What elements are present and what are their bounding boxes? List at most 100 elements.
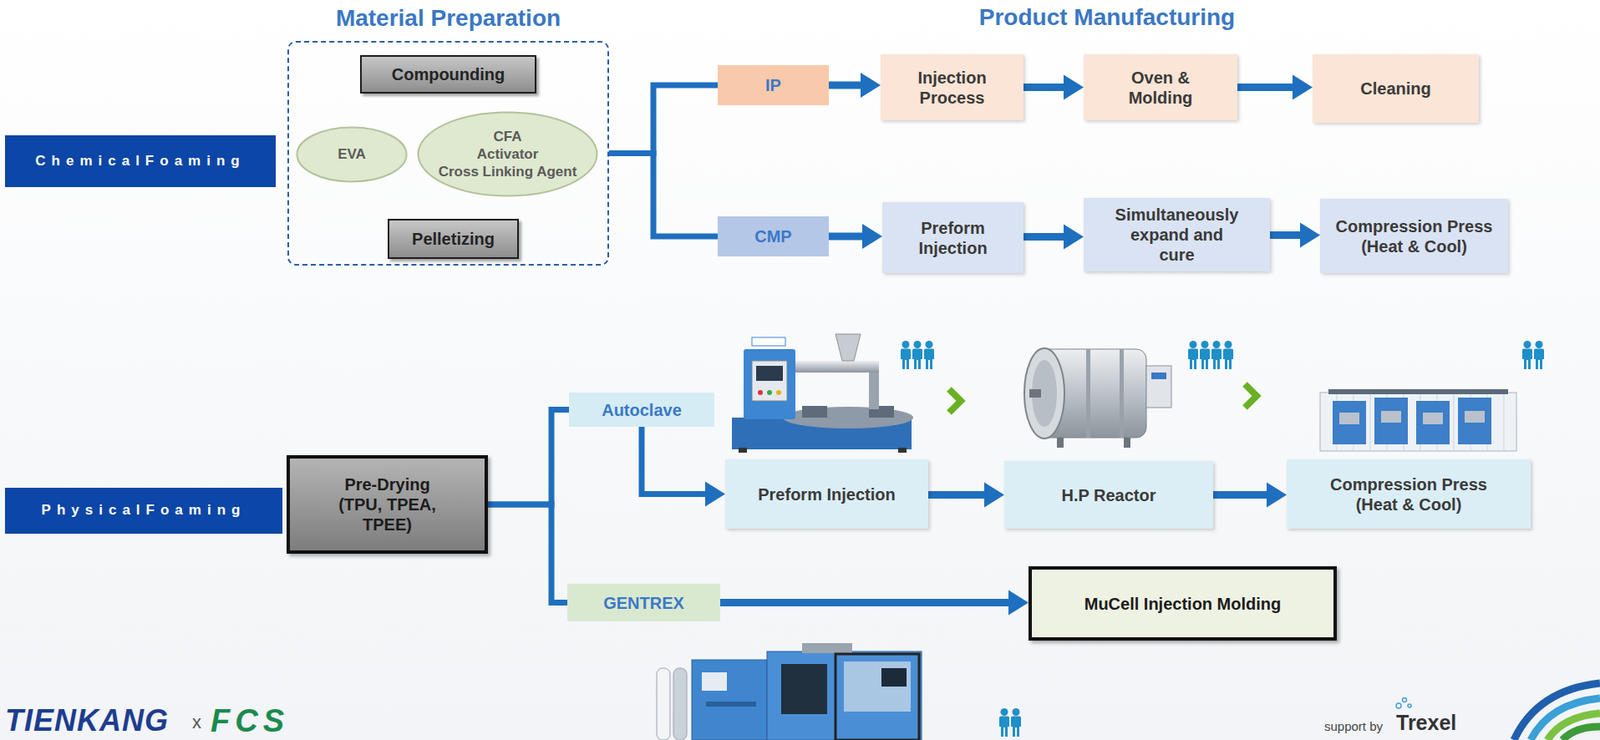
compression-press-illustration — [1457, 397, 1492, 445]
process-box: H.P Reactor — [1004, 461, 1214, 529]
compression-press-illustration — [1320, 389, 1517, 452]
node-text: Pelletizing — [411, 228, 495, 249]
operator-icons — [1223, 340, 1234, 370]
autoclave-illustration — [1123, 437, 1131, 448]
node-text: Preform Injection — [757, 484, 895, 505]
arrow-head — [1008, 590, 1029, 616]
injection-machine-illustration — [751, 337, 786, 346]
connector-line — [828, 81, 863, 90]
flow-arrow — [720, 590, 1029, 616]
gentrex-machine-illustration — [881, 668, 907, 687]
injection-machine-illustration — [795, 360, 879, 373]
gentrex-machine-illustration — [766, 651, 922, 740]
flow-arrow — [1213, 482, 1287, 508]
compression-press-illustration — [1464, 411, 1485, 423]
brand-logo-text: FCS — [210, 704, 290, 740]
step-chevrons — [1244, 384, 1257, 408]
bracket-connector — [487, 410, 569, 506]
route-tag: IP — [717, 65, 829, 106]
operator-icons — [1533, 340, 1545, 370]
process-box: Preform Injection — [725, 459, 929, 529]
arrow-head — [1063, 75, 1084, 101]
corner-arc-logo — [1513, 683, 1600, 740]
autoclave-illustration — [1146, 365, 1172, 408]
flow-arrow — [1023, 224, 1084, 250]
injection-machine-illustration — [802, 406, 828, 418]
node-text: CFA — [493, 127, 523, 146]
injection-machine-illustration — [731, 334, 914, 453]
operator-icons — [924, 340, 935, 370]
arrow-head — [1266, 482, 1287, 508]
process-box: Compression Press (Heat & Cool) — [1320, 198, 1509, 274]
node-text: Oven & Molding — [1110, 67, 1211, 108]
gentrex-machine-illustration — [781, 664, 828, 715]
compression-press-illustration — [1422, 412, 1443, 425]
corner-arc-logo — [1513, 683, 1600, 740]
autoclave-illustration — [1029, 389, 1042, 398]
ingredient-ellipse: EVA — [295, 126, 408, 183]
node-text: Preform Injection — [899, 218, 1008, 259]
node-text: Cleaning — [1360, 78, 1431, 99]
node-text: GENTREX — [603, 593, 685, 614]
arrow-head — [860, 72, 881, 98]
process-box: Injection Process — [880, 54, 1024, 121]
injection-machine-illustration — [868, 372, 879, 410]
node-text: IP — [765, 75, 782, 96]
node-text: Autoclave — [601, 400, 682, 421]
gentrex-machine-illustration — [802, 643, 853, 654]
trexel-mark — [1402, 698, 1407, 703]
corner-arc-logo — [1547, 713, 1600, 740]
node-text: Simultaneously expand and cure — [1112, 204, 1242, 265]
node-text: ChemicalFoaming — [35, 152, 245, 170]
process-box: Simultaneously expand and cure — [1083, 198, 1270, 272]
gentrex-machine-illustration — [701, 672, 727, 691]
operator-icons — [1010, 708, 1021, 737]
connector-line — [487, 504, 568, 604]
node-text: CMP — [754, 226, 792, 247]
operator-icons — [1522, 340, 1533, 370]
gentrex-machine-illustration — [706, 701, 757, 707]
node-text: Pre-Drying — [344, 474, 430, 495]
node-text: Injection Process — [898, 67, 1007, 108]
connector-line — [487, 410, 569, 506]
injection-machine-illustration — [756, 365, 783, 381]
autoclave-illustration — [1086, 349, 1091, 438]
operator-icons — [912, 340, 923, 370]
arrow-head — [705, 482, 726, 508]
flow-arrow — [828, 223, 883, 249]
section-title: Product Manufacturing — [939, 3, 1275, 32]
bracket-connector — [609, 85, 718, 154]
sponsor-logo-text: Trexel — [1396, 711, 1457, 736]
injection-machine-illustration — [751, 360, 788, 402]
operator-icons — [900, 340, 1545, 737]
connector-line — [828, 233, 864, 241]
category-band: PhysicalFoaming — [5, 487, 283, 534]
autoclave-illustration — [1056, 437, 1064, 448]
autoclave-illustration — [1151, 372, 1167, 380]
separator: x — [192, 712, 202, 733]
node-text: (TPU, TPEA, TPEE) — [320, 494, 455, 535]
operator-icons — [1188, 340, 1199, 370]
corner-arc-logo — [1562, 726, 1600, 740]
node-text: MuCell Injection Molding — [1084, 594, 1282, 615]
flow-arrow — [1237, 75, 1313, 101]
compression-press-illustration — [1328, 389, 1509, 395]
trexel-mark — [1396, 698, 1412, 710]
process-box: Oven & Molding — [1083, 54, 1238, 121]
injection-machine-illustration — [782, 406, 914, 429]
connector-line — [1023, 233, 1066, 241]
flow-arrow — [928, 482, 1005, 508]
operator-icons — [900, 340, 911, 370]
operator-icons — [1211, 340, 1222, 370]
gentrex-machine-illustration — [691, 660, 767, 740]
process-box: MuCell Injection Molding — [1028, 566, 1337, 641]
node-text: PhysicalFoaming — [41, 502, 247, 519]
connector-line — [609, 85, 718, 154]
node-text: EVA — [337, 145, 366, 163]
gentrex-machine-illustration — [843, 661, 911, 712]
injection-machine-illustration — [776, 390, 782, 396]
node-text: Compounding — [391, 64, 506, 85]
operator-icons — [1199, 340, 1210, 370]
node-text: Compression Press (Heat & Cool) — [1330, 216, 1499, 257]
